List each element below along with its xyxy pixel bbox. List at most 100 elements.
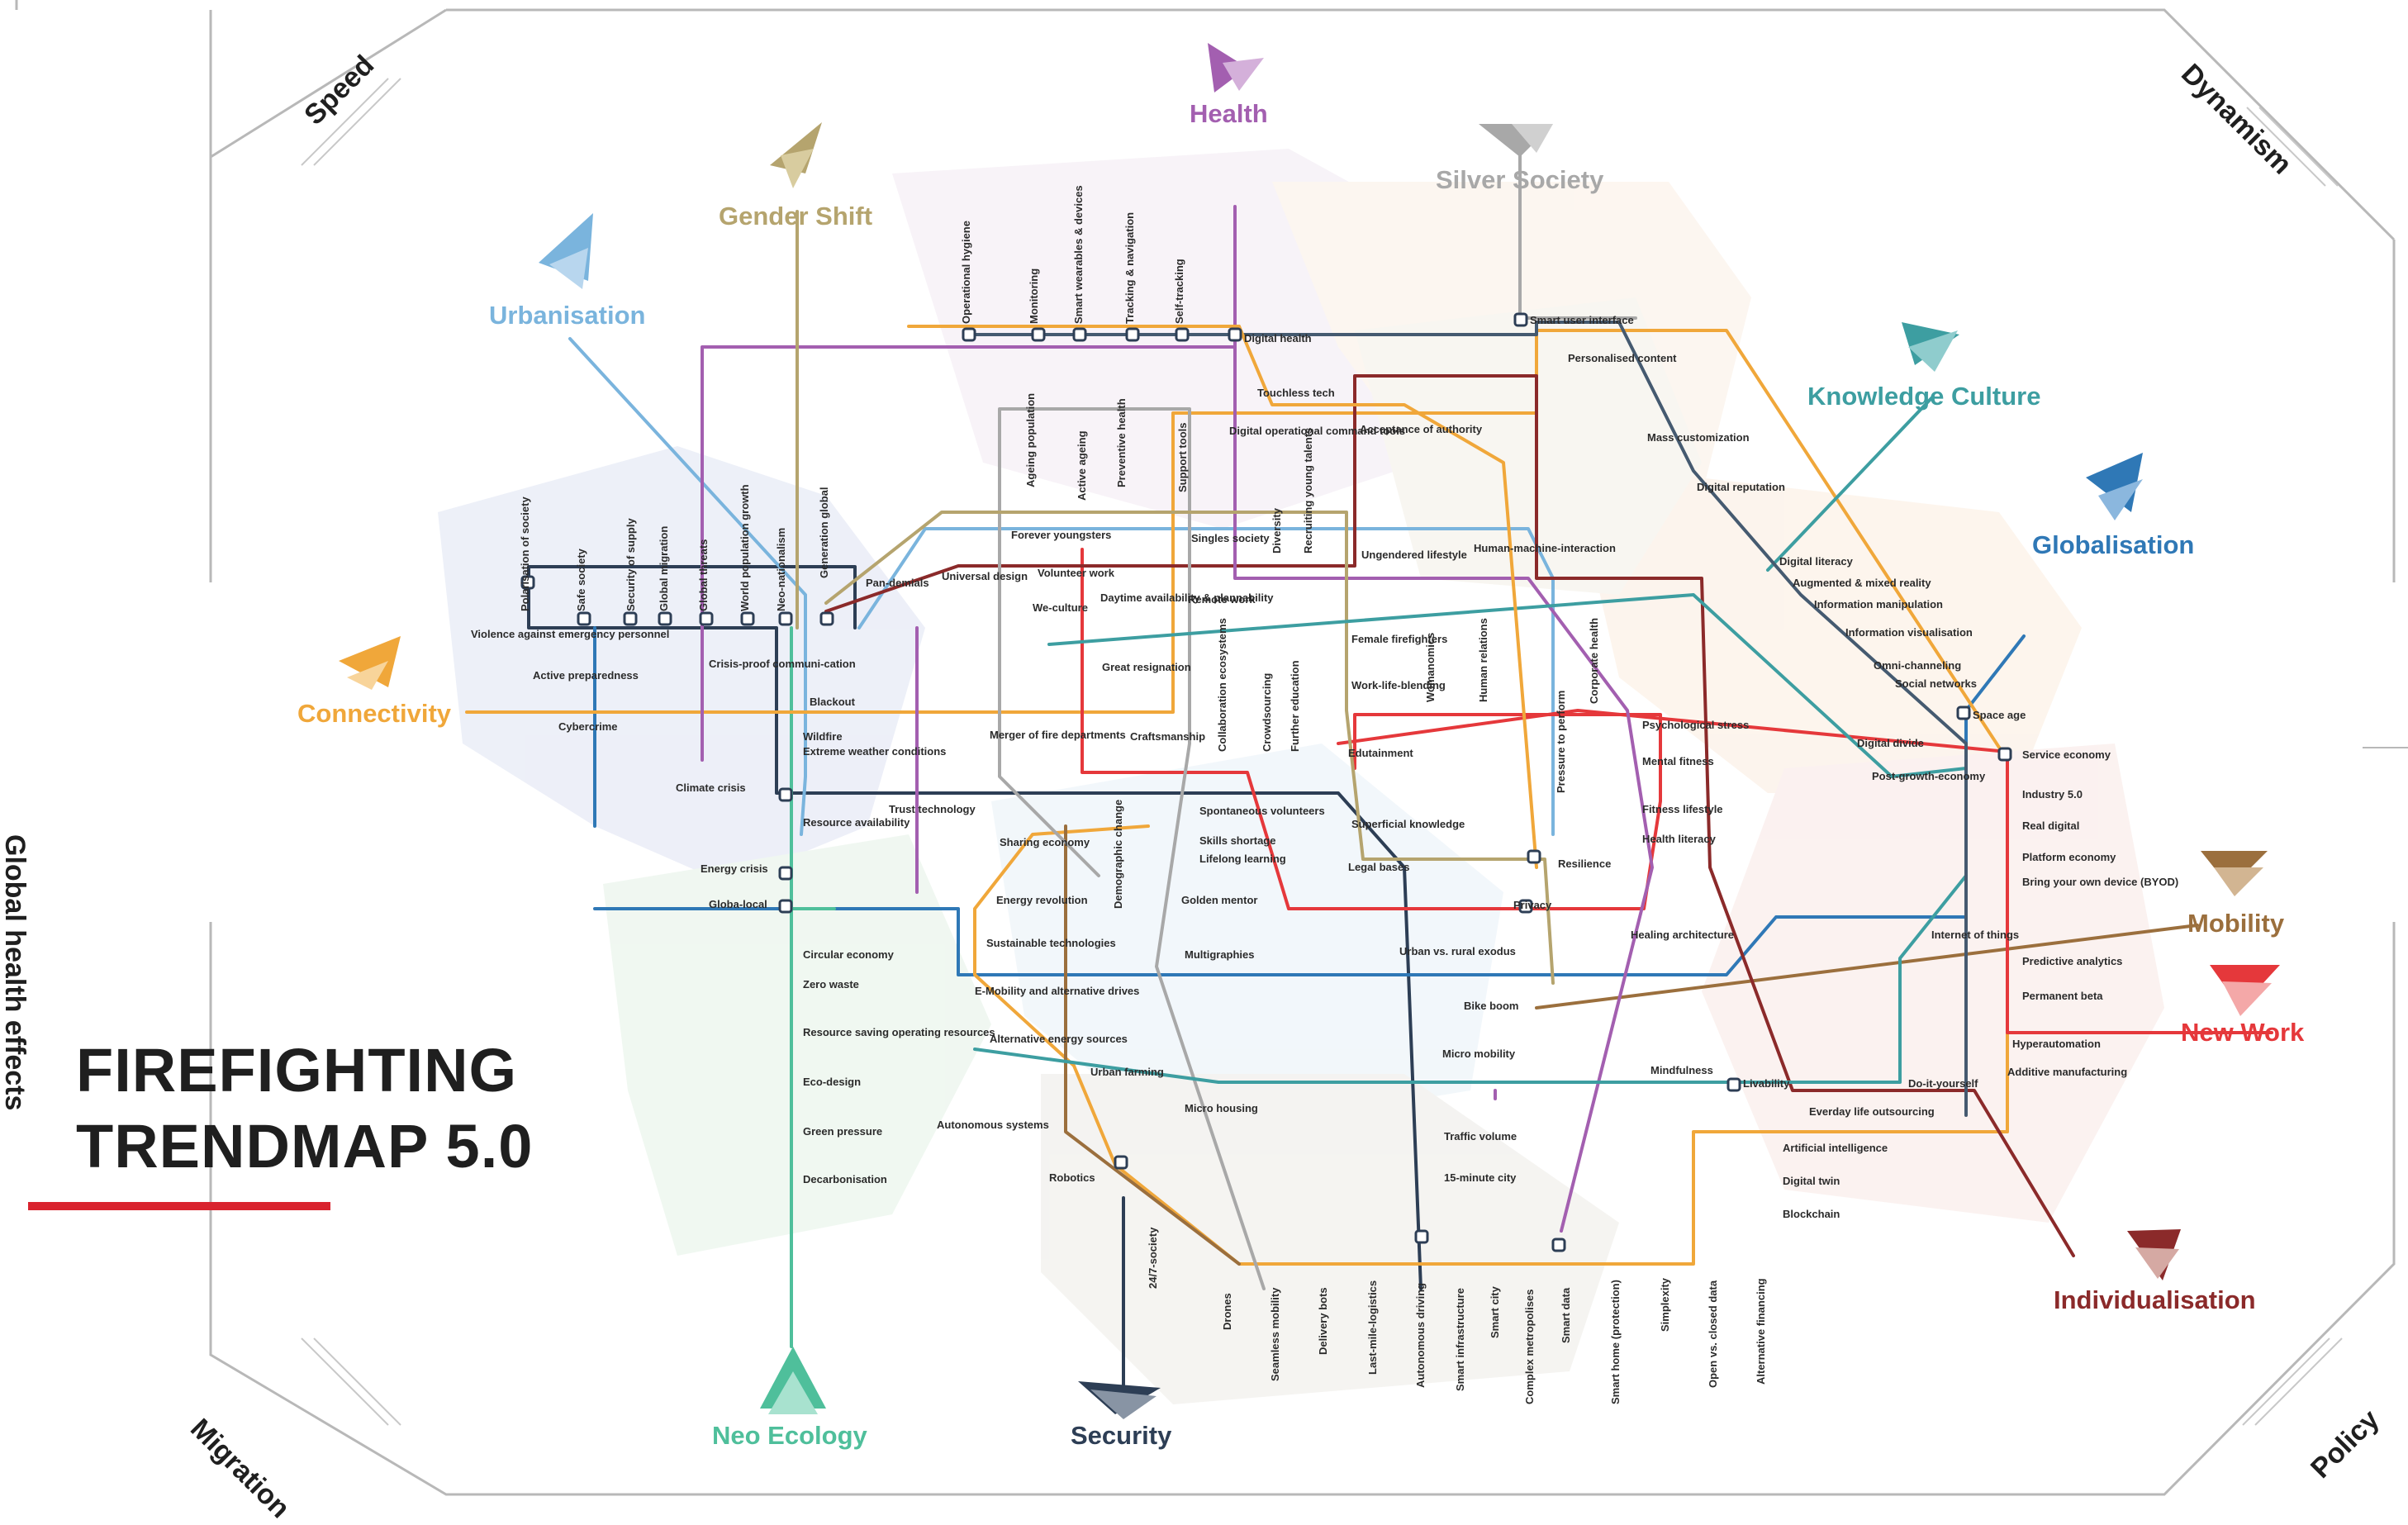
station-blackout: Blackout bbox=[810, 696, 856, 708]
station-eco-design: Eco-design bbox=[803, 1076, 861, 1088]
station-polarisation: Polarisation of society bbox=[519, 496, 531, 611]
station-universal: Universal design bbox=[942, 570, 1028, 582]
station-resource-saving: Resource saving operating resources bbox=[803, 1026, 995, 1038]
station-pressure: Pressure to perform bbox=[1555, 691, 1567, 793]
station-skills-short: Skills shortage bbox=[1199, 834, 1275, 847]
station-singles: Singles society bbox=[1191, 532, 1270, 544]
corner-global-health: Global health effects bbox=[0, 834, 31, 1111]
station-service-econ: Service economy bbox=[2022, 748, 2111, 761]
station-human-rel: Human relations bbox=[1477, 618, 1489, 702]
station-mass-custom: Mass customization bbox=[1647, 431, 1750, 444]
station-drones: Drones bbox=[1221, 1293, 1233, 1330]
station-complex-metro: Complex metropolises bbox=[1523, 1290, 1536, 1404]
station-crisis-proof: Crisis-proof communi-cation bbox=[709, 658, 856, 670]
station-daytime: Daytime availability & plannability bbox=[1100, 591, 1274, 604]
station-bike-boom: Bike boom bbox=[1464, 1000, 1518, 1012]
station-privacy: Privacy bbox=[1513, 899, 1552, 911]
megatrend-indiv: Individualisation bbox=[2054, 1285, 2256, 1314]
station-delivery-bots: Delivery bots bbox=[1317, 1287, 1329, 1355]
station-merger: Merger of fire departments bbox=[990, 729, 1126, 741]
line-mobility bbox=[1064, 824, 2199, 1266]
station-hyperauto: Hyperautomation bbox=[2012, 1038, 2101, 1050]
station-traffic-vol: Traffic volume bbox=[1444, 1130, 1517, 1143]
station-preventive: Preventive health bbox=[1115, 398, 1128, 487]
station-alt-fin: Alternative financing bbox=[1755, 1278, 1767, 1385]
station-digital-op: Digital operational command tools bbox=[1229, 425, 1405, 437]
station-legal: Legal bases bbox=[1348, 861, 1409, 873]
station-lifelong: Lifelong learning bbox=[1199, 853, 1286, 865]
station-social: Social networks bbox=[1895, 677, 1977, 690]
title-line-2: TRENDMAP 5.0 bbox=[76, 1112, 534, 1181]
station-multigraphies: Multigraphies bbox=[1185, 948, 1255, 961]
station-violence: Violence against emergency personnel bbox=[471, 628, 669, 640]
station-info-vis: Information visualisation bbox=[1845, 626, 1973, 639]
station-psych-stress: Psychological stress bbox=[1642, 719, 1749, 731]
station-energy-rev: Energy revolution bbox=[996, 894, 1088, 906]
station-monitoring: Monitoring bbox=[1028, 268, 1040, 324]
station-space-age: Space age bbox=[1973, 709, 2026, 721]
station-platform: Platform economy bbox=[2022, 851, 2116, 863]
line-health bbox=[701, 205, 1654, 1233]
station-collab: Collaboration ecosystems bbox=[1216, 618, 1228, 752]
station-smart-data: Smart data bbox=[1560, 1287, 1572, 1343]
station-demographic: Demographic change bbox=[1112, 800, 1124, 909]
megatrend-health: Health bbox=[1190, 99, 1268, 128]
station-wildfire: Wildfire bbox=[803, 730, 843, 743]
station-sharing: Sharing economy bbox=[1000, 836, 1090, 848]
station-aug-reality: Augmented & mixed reality bbox=[1793, 577, 1931, 589]
station-markers bbox=[520, 312, 2012, 1252]
station-smart-wearables: Smart wearables & devices bbox=[1072, 185, 1085, 324]
station-extreme-weather: Extreme weather conditions bbox=[803, 745, 946, 758]
corner-hatching bbox=[301, 78, 2343, 1426]
station-autonomous-sys: Autonomous systems bbox=[937, 1119, 1049, 1131]
station-predictive: Predictive analytics bbox=[2022, 955, 2122, 967]
trend-lines bbox=[465, 147, 2273, 1406]
station-we-culture: We-culture bbox=[1033, 601, 1088, 614]
station-smart-infra: Smart infrastructure bbox=[1454, 1288, 1466, 1391]
knowledge-icon bbox=[1902, 322, 1959, 372]
megatrend-labels: Health Silver Society Gender Shift Urban… bbox=[297, 99, 2305, 1450]
station-personalised: Personalised content bbox=[1568, 352, 1677, 364]
megatrend-global: Globalisation bbox=[2032, 530, 2194, 559]
station-digital-divide: Digital divide bbox=[1857, 737, 1924, 749]
station-resilience: Resilience bbox=[1558, 858, 1611, 870]
station-real-digital: Real digital bbox=[2022, 820, 2079, 832]
map-title: FIREFIGHTING TRENDMAP 5.0 bbox=[76, 1033, 533, 1185]
station-hmi: Human-machine-interaction bbox=[1474, 542, 1616, 554]
station-female-ff: Female firefighters bbox=[1351, 633, 1447, 645]
station-self-tracking: Self-tracking bbox=[1173, 259, 1185, 324]
station-sustainable: Sustainable technologies bbox=[986, 937, 1116, 949]
station-livability: Livability bbox=[1743, 1077, 1790, 1090]
station-global-threats: Global threats bbox=[697, 539, 710, 611]
station-urban-rural: Urban vs. rural exodus bbox=[1399, 945, 1516, 957]
station-alt-energy: Alternative energy sources bbox=[990, 1033, 1128, 1045]
station-emobility: E-Mobility and alternative drives bbox=[975, 985, 1139, 997]
station-work-life: Work-life-blending bbox=[1351, 679, 1446, 691]
station-urban-farming: Urban farming bbox=[1090, 1066, 1164, 1078]
station-digital-rep: Digital reputation bbox=[1697, 481, 1785, 493]
station-labels: Polarisation of society Safe society Sec… bbox=[471, 185, 2178, 1404]
station-everyday-out: Everday life outsourcing bbox=[1809, 1105, 1935, 1118]
station-smart-ui: Smart user interface bbox=[1530, 314, 1634, 326]
station-edutainment: Edutainment bbox=[1348, 747, 1413, 759]
station-simplexity: Simplexity bbox=[1659, 1277, 1671, 1332]
urban-icon bbox=[539, 213, 593, 289]
megatrend-gender: Gender Shift bbox=[719, 202, 872, 230]
station-neo-nationalism: Neo-nationalism bbox=[775, 528, 787, 611]
station-micro-housing: Micro housing bbox=[1185, 1102, 1258, 1114]
line-knowledge bbox=[973, 395, 1968, 1084]
station-ungendered: Ungendered lifestyle bbox=[1361, 549, 1467, 561]
station-additive: Additive manufacturing bbox=[2007, 1066, 2127, 1078]
line-security bbox=[527, 565, 1422, 1406]
station-mental: Mental fitness bbox=[1642, 755, 1714, 767]
station-world-pop: World population growth bbox=[739, 484, 751, 611]
station-byod: Bring your own device (BYOD) bbox=[2022, 876, 2178, 888]
station-corporate-health: Corporate health bbox=[1588, 618, 1600, 704]
station-security-supply: Security of supply bbox=[625, 518, 637, 611]
station-micro-mob: Micro mobility bbox=[1442, 1048, 1516, 1060]
station-cybercrime: Cybercrime bbox=[558, 720, 618, 733]
megatrend-security: Security bbox=[1071, 1421, 1172, 1450]
station-zero-waste: Zero waste bbox=[803, 978, 859, 991]
megatrend-mobility: Mobility bbox=[2187, 909, 2285, 938]
line-dark-slate bbox=[965, 321, 1968, 1117]
